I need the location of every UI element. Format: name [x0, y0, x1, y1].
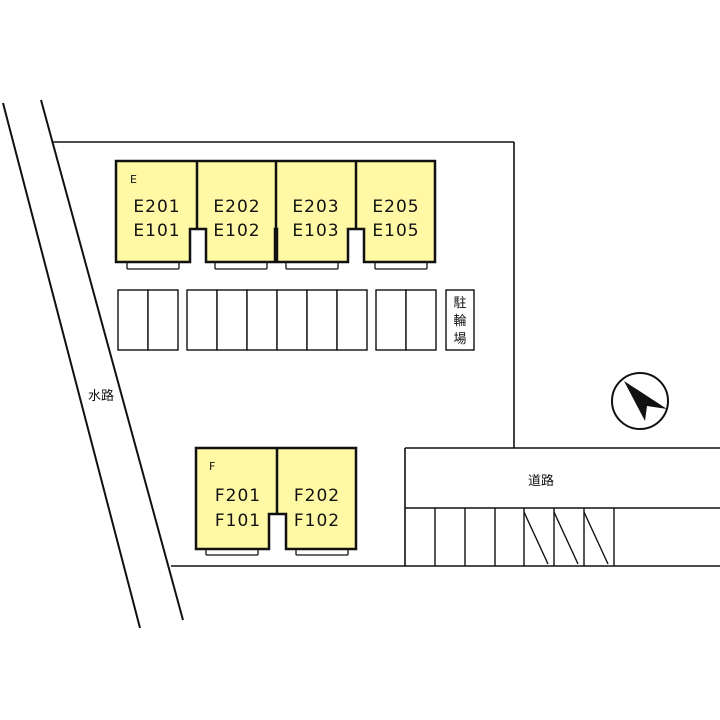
road-parking-hatch: [553, 511, 579, 565]
north-arrow-icon: [611, 372, 669, 430]
parking-space: [186, 289, 218, 351]
parking-space: [117, 289, 149, 351]
unit-label-f201: F201: [215, 486, 261, 506]
bicycle-parking-box: [445, 289, 475, 351]
parking-lot: [117, 289, 437, 351]
site-boundary: [52, 141, 515, 567]
parking-space: [216, 289, 248, 351]
unit-label-e103: E103: [292, 221, 339, 241]
unit-label-e203: E203: [292, 197, 339, 217]
bicycle-parking: 駐 輪 場: [445, 289, 475, 351]
waterway-left-bank: [2, 102, 141, 629]
unit-label-e201: E201: [133, 197, 180, 217]
building-e-dividers: [195, 161, 358, 262]
unit-label-e202: E202: [213, 197, 260, 217]
unit-label-e105: E105: [372, 221, 419, 241]
building-e: E E201 E101 E202 E102 E203 E103 E205 E10…: [114, 159, 437, 270]
parking-space: [147, 289, 179, 351]
waterway-label: 水路: [88, 388, 114, 404]
waterway-right-bank: [40, 99, 184, 621]
unit-label-e102: E102: [213, 221, 260, 241]
bicycle-parking-char: 場: [453, 332, 466, 347]
unit-label-f202: F202: [294, 486, 340, 506]
parking-space: [375, 289, 407, 351]
waterway: [2, 99, 184, 629]
building-e-letter: E: [130, 173, 137, 186]
building-f-letter: F: [209, 460, 215, 473]
compass-needle: [624, 381, 667, 421]
road-parking-hatch: [583, 511, 609, 565]
road-parking: [434, 508, 615, 566]
unit-label-f101: F101: [215, 511, 261, 531]
parking-space: [405, 289, 437, 351]
road-parking-hatch: [523, 511, 549, 565]
road: [404, 447, 720, 567]
road-label: 道路: [528, 473, 554, 489]
unit-label-e101: E101: [133, 221, 180, 241]
parking-space: [306, 289, 338, 351]
bicycle-parking-char: 駐: [453, 296, 466, 311]
unit-label-e205: E205: [372, 197, 419, 217]
parking-space: [336, 289, 368, 351]
unit-label-f102: F102: [294, 511, 340, 531]
bicycle-parking-char: 輪: [453, 313, 466, 329]
building-f: F F201 F101 F202 F102: [194, 446, 358, 556]
parking-space: [276, 289, 308, 351]
parking-space: [246, 289, 278, 351]
